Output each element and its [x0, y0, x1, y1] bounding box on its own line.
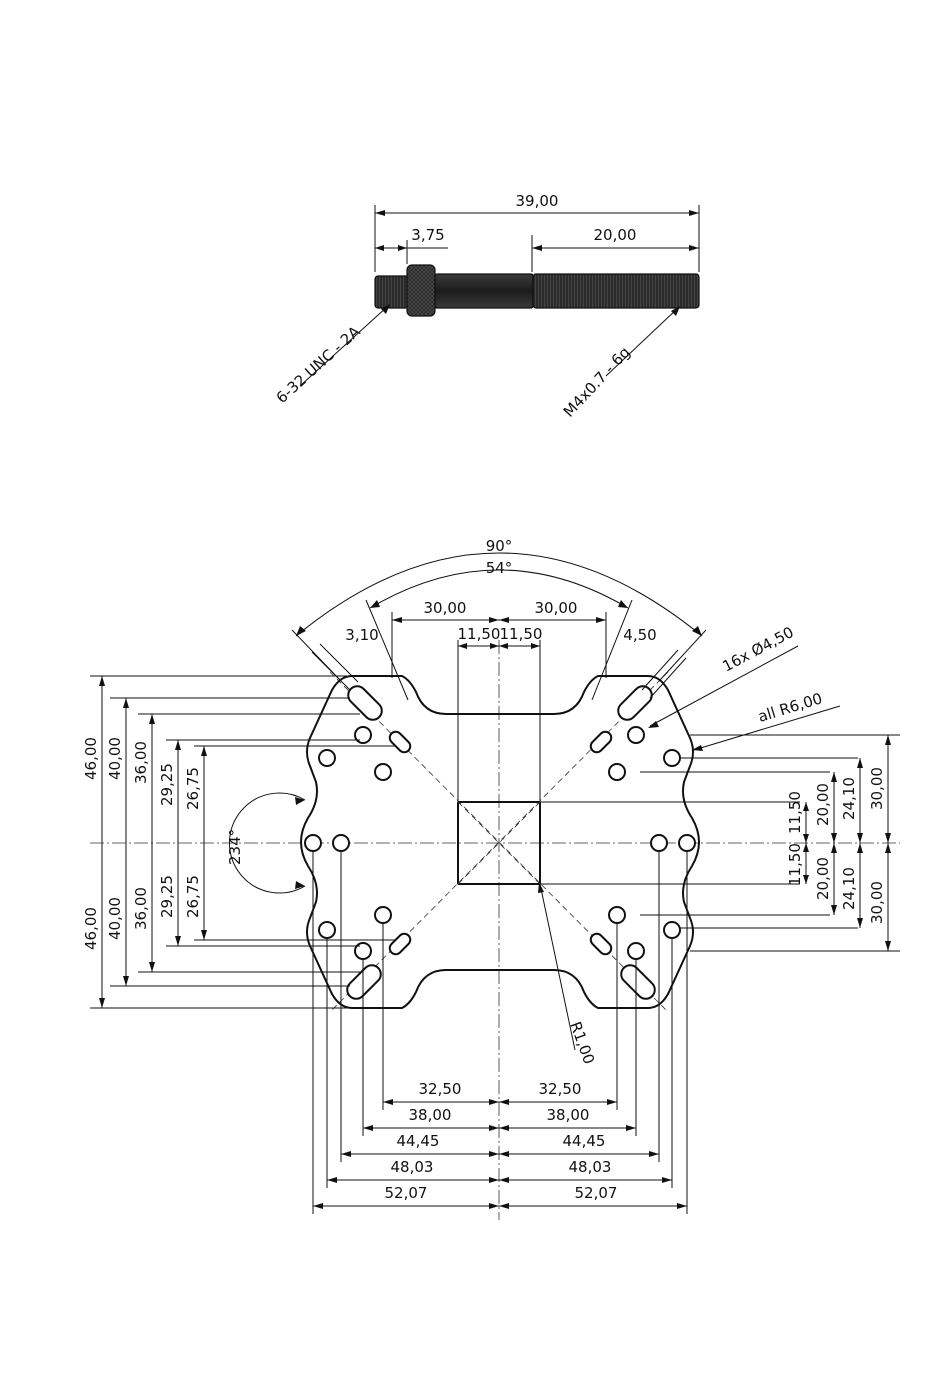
left-dim-2675-upper: 26,75	[184, 767, 202, 810]
top-30-left-label: 30,00	[424, 599, 467, 617]
bottom-dim-38-right: 38,00	[547, 1106, 590, 1124]
hole	[333, 835, 349, 851]
slot	[617, 961, 658, 1002]
hole	[664, 922, 680, 938]
thread-right-callout: M4x0.7 - 6g	[560, 306, 680, 421]
slot	[387, 931, 412, 956]
angle-outer-label: 90°	[486, 537, 513, 555]
plate-slots	[343, 682, 658, 1002]
hole	[628, 727, 644, 743]
slot	[387, 729, 412, 754]
angle-side-label: 234°	[226, 829, 244, 865]
hole	[375, 907, 391, 923]
hole	[355, 943, 371, 959]
radius-note: all R6,00	[756, 689, 824, 726]
right-dim-2410-lower: 24,10	[840, 867, 858, 910]
bottom-dim-3250-right: 32,50	[539, 1080, 582, 1098]
hole	[355, 727, 371, 743]
thread-left-callout: 6-32 UNC - 2A	[273, 304, 390, 407]
hole	[609, 907, 625, 923]
thread-right-label: M4x0.7 - 6g	[560, 343, 634, 421]
bottom-dim-4445-left: 44,45	[397, 1132, 440, 1150]
plate-view: 90° 54° 30,00 30,00	[82, 537, 900, 1220]
center-radius-note: R1,00	[566, 1019, 598, 1066]
bottom-dim-5207-right: 52,07	[575, 1184, 618, 1202]
rod-view: 39,00 3,75 20,00 6-32 UNC - 2	[273, 192, 699, 421]
hole	[375, 764, 391, 780]
left-dim-46-lower: 46,00	[82, 907, 100, 950]
top-1150-right-label: 11,50	[500, 625, 543, 643]
hole	[664, 750, 680, 766]
right-dim-30-upper: 30,00	[868, 767, 886, 810]
bottom-dim-4803-left: 48,03	[391, 1158, 434, 1176]
hole	[319, 750, 335, 766]
right-dim-1150-lower: 11,50	[786, 843, 804, 886]
hole	[305, 835, 321, 851]
dim-450-label: 4,50	[623, 626, 656, 644]
hole	[319, 922, 335, 938]
bottom-dim-38-left: 38,00	[409, 1106, 452, 1124]
dim-rod-right-label: 20,00	[594, 226, 637, 244]
right-dim-1150-upper: 11,50	[786, 791, 804, 834]
dim-310-label: 3,10	[345, 626, 378, 644]
top-30-right-label: 30,00	[535, 599, 578, 617]
bottom-dim-4803-right: 48,03	[569, 1158, 612, 1176]
dim-rod-total-label: 39,00	[516, 192, 559, 210]
right-dim-30-lower: 30,00	[868, 881, 886, 924]
hole	[651, 835, 667, 851]
left-dim-2925-upper: 29,25	[158, 763, 176, 806]
bottom-dim-4445-right: 44,45	[563, 1132, 606, 1150]
slot	[344, 682, 385, 723]
standoff-rod	[375, 265, 699, 316]
right-dim-20-lower: 20,00	[814, 857, 832, 900]
left-dim-40-lower: 40,00	[106, 897, 124, 940]
right-dim-2410-upper: 24,10	[840, 777, 858, 820]
bottom-dim-5207-left: 52,07	[385, 1184, 428, 1202]
angle-inner-label: 54°	[486, 559, 513, 577]
right-dim-20-upper: 20,00	[814, 783, 832, 826]
left-dim-40-upper: 40,00	[106, 737, 124, 780]
dim-rod-right: 20,00	[532, 226, 699, 251]
slot	[343, 961, 384, 1002]
hole	[679, 835, 695, 851]
slot	[588, 729, 613, 754]
slot	[614, 682, 655, 723]
dim-rod-left-label: 3,75	[411, 226, 444, 244]
slot	[588, 931, 613, 956]
hole	[628, 943, 644, 959]
bottom-dim-3250-left: 32,50	[419, 1080, 462, 1098]
left-dim-36-upper: 36,00	[132, 741, 150, 784]
thread-left-label: 6-32 UNC - 2A	[273, 322, 365, 407]
left-dim-2925-lower: 29,25	[158, 875, 176, 918]
left-dim-36-lower: 36,00	[132, 887, 150, 930]
dim-rod-total: 39,00	[375, 192, 699, 216]
left-dim-2675-lower: 26,75	[184, 875, 202, 918]
top-1150-left-label: 11,50	[458, 625, 501, 643]
dim-rod-left: 3,75	[375, 226, 448, 251]
left-dim-46-upper: 46,00	[82, 737, 100, 780]
bottom-dims: 32,50 38,00 44,45 48,03 52,07 32,50 38,0…	[313, 851, 687, 1214]
hole	[609, 764, 625, 780]
